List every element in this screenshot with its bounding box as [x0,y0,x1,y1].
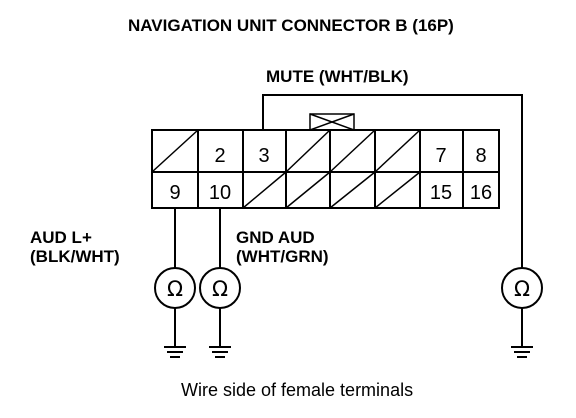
pin-number: 8 [475,145,486,167]
pin-number: 7 [435,145,446,167]
gnd-aud-label: GND AUD [236,228,315,247]
ground-icon [209,346,231,358]
pin-number: 9 [169,182,180,204]
pin-number: 10 [209,182,231,204]
empty-cavity-12 [285,171,331,209]
connector-outline [151,129,500,209]
empty-cavity-4 [285,129,331,173]
pin-number: 15 [430,182,452,204]
mute-wire-label: MUTE (WHT/BLK) [266,67,409,86]
connector-body: 2 3 7 8 9 10 15 16 [151,129,500,209]
empty-cavity-6 [374,129,421,173]
gnd-aud-wire-color: (WHT/GRN) [236,247,329,266]
latch-cross-b [309,113,355,131]
empty-cavity-5 [329,129,376,173]
diagram-title: NAVIGATION UNIT CONNECTOR B (16P) [128,16,454,35]
empty-cavity-14 [374,171,421,209]
aud-l-wire-color: (BLK/WHT) [30,247,120,266]
empty-cavity-13 [329,171,376,209]
empty-cavity-11 [242,171,287,209]
pin-number: 3 [258,145,269,167]
mute-wire [262,94,523,268]
ground-icon [511,346,533,358]
pin-number: 2 [214,145,225,167]
aud-l-label: AUD L+ [30,228,92,247]
pin-number: 16 [470,182,492,204]
empty-cavity-1 [151,129,199,173]
ohm-icon: Ω [514,277,530,301]
ohm-icon: Ω [212,277,228,301]
ohm-icon: Ω [167,277,183,301]
ground-icon [164,346,186,358]
diagram-caption: Wire side of female terminals [181,380,413,400]
